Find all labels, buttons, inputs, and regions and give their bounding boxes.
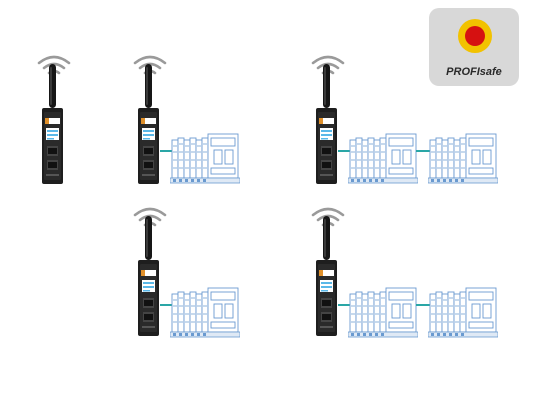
io-station (348, 132, 418, 184)
network-connector-line (160, 304, 172, 306)
profisafe-label: PROFIsafe (446, 66, 502, 78)
network-connector-line (416, 304, 430, 306)
io-station (170, 132, 240, 184)
network-connector-line (160, 150, 172, 152)
wireless-gateway-device (40, 64, 64, 184)
wireless-gateway-device (136, 216, 160, 336)
network-connector-line (416, 150, 430, 152)
wireless-gateway-device (314, 216, 338, 336)
network-connector-line (338, 150, 350, 152)
network-connector-line (338, 304, 350, 306)
wireless-gateway-device (136, 64, 160, 184)
io-station (170, 286, 240, 338)
io-station (348, 286, 418, 338)
io-station (428, 286, 498, 338)
io-station (428, 132, 498, 184)
wireless-gateway-device (314, 64, 338, 184)
profisafe-logo-icon (458, 19, 492, 53)
profisafe-badge: PROFIsafe (429, 8, 519, 86)
